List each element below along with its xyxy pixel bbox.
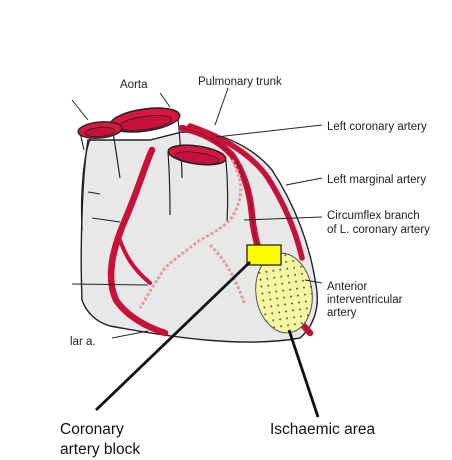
label-left-coronary-artery: Left coronary artery <box>327 121 427 133</box>
posterior-vessels <box>138 159 247 309</box>
label-aorta: Aorta <box>120 79 148 91</box>
pulmonary-trunk-vessel <box>167 144 229 223</box>
label-anterior-line1: Anterior <box>327 281 367 293</box>
label-lar-a: lar a. <box>70 336 96 348</box>
coronary-block-pointer <box>95 260 251 412</box>
ischaemic-area-pointer <box>287 329 320 418</box>
left-marginal-artery-path <box>187 123 305 261</box>
label-circumflex-line1: Circumflex branch <box>327 210 420 222</box>
vessel-stub-left <box>77 121 123 151</box>
label-ischaemic-area: Ischaemic area <box>270 421 375 438</box>
label-pulmonary-trunk: Pulmonary trunk <box>198 76 282 88</box>
coronary-block-marker <box>246 244 282 266</box>
label-anterior-line3: artery <box>327 307 357 319</box>
label-circumflex-line2: of L. coronary artery <box>327 224 430 236</box>
right-marginal-branch-path <box>116 233 152 285</box>
leader-lines <box>71 87 323 339</box>
label-left-marginal-artery: Left marginal artery <box>327 174 426 186</box>
label-coronary-block-line1: Coronary <box>60 421 124 438</box>
label-anterior-line2: interventricular <box>327 294 403 306</box>
heart-left-outline <box>80 134 93 231</box>
label-coronary-block-line2: artery block <box>60 441 140 458</box>
right-coronary-artery-path <box>107 146 169 337</box>
